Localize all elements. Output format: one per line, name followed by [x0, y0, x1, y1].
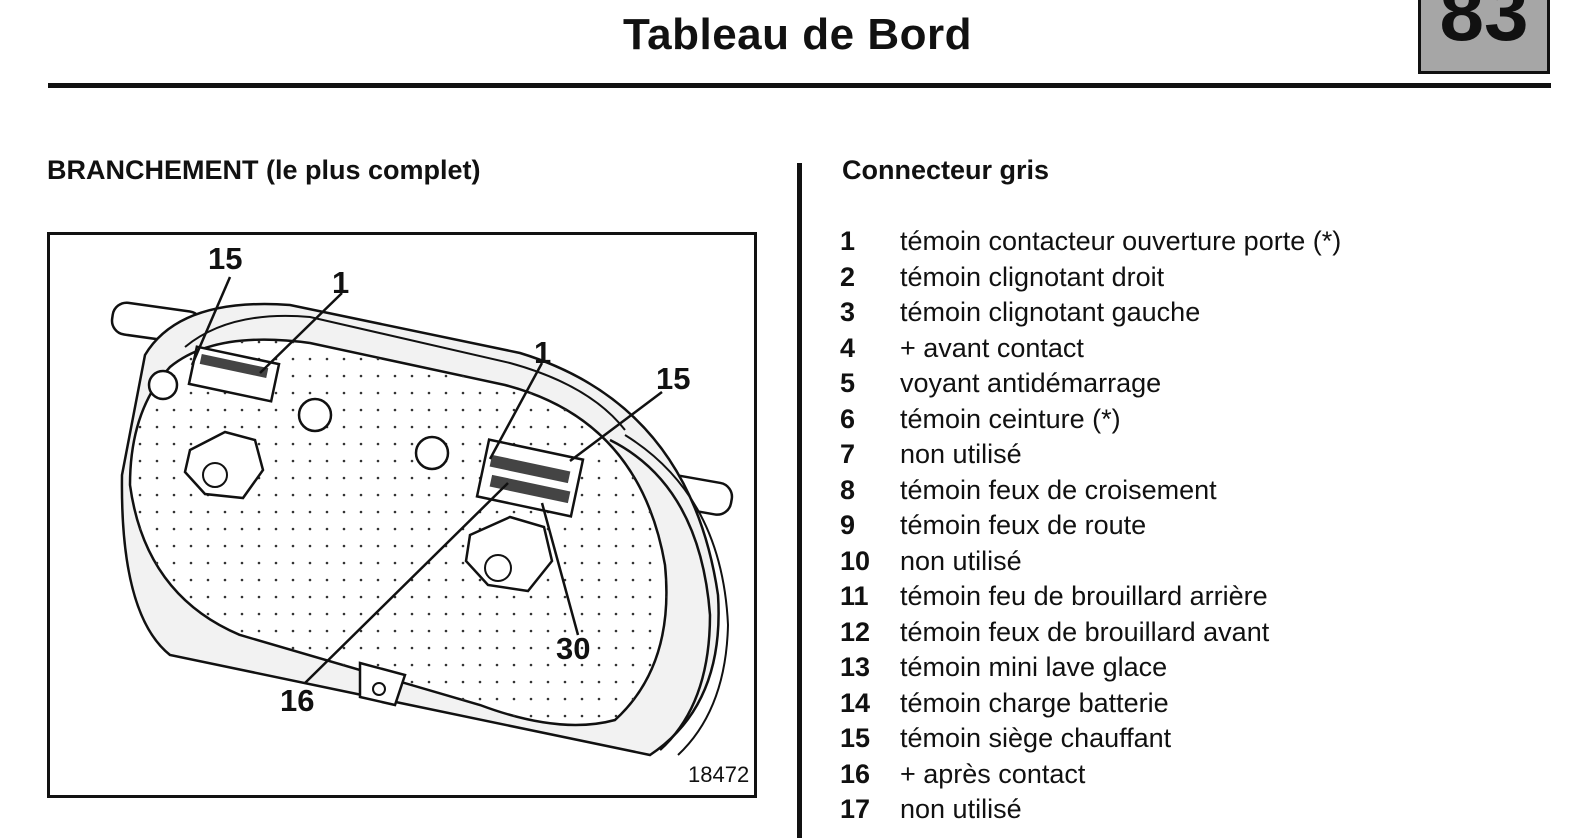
header-rule	[48, 83, 1551, 88]
pin-number: 12	[840, 616, 871, 647]
pin-description: témoin charge batterie	[900, 687, 1169, 718]
callout-16: 16	[280, 683, 315, 718]
pin-description: témoin mini lave glace	[900, 652, 1168, 682]
pin-description: non utilisé	[900, 794, 1022, 824]
list-item: 5 voyant antidémarrage	[840, 365, 1341, 401]
list-item: 3 témoin clignotant gauche	[840, 294, 1341, 330]
list-item: 2 témoin clignotant droit	[840, 259, 1341, 295]
pin-description: + après contact	[900, 758, 1086, 789]
list-item: 4 + avant contact	[840, 330, 1341, 366]
pin-description: témoin siège chauffant	[900, 723, 1172, 753]
list-item: 13 témoin mini lave glace	[840, 649, 1341, 685]
pin-description: témoin feu de brouillard arrière	[900, 581, 1268, 611]
pin-description: + avant contact	[900, 332, 1084, 363]
list-item: 11 témoin feu de brouillard arrière	[840, 578, 1341, 614]
list-item: 14 témoin charge batterie	[840, 685, 1341, 721]
list-item: 17 non utilisé	[840, 791, 1341, 827]
pin-number: 1	[840, 226, 856, 256]
chapter-number-box: 83	[1418, 0, 1550, 74]
pin-number: 6	[840, 403, 856, 434]
figure-reference: 18472	[688, 762, 750, 787]
connector-heading: Connecteur gris	[842, 155, 1050, 185]
pin-description: non utilisé	[900, 545, 1022, 576]
branchement-heading: BRANCHEMENT (le plus complet)	[47, 155, 481, 185]
page-title: Tableau de Bord	[623, 10, 972, 59]
list-item: 12 témoin feux de brouillard avant	[840, 614, 1341, 650]
instrument-cluster-figure: 15 1 1 15 30 16 18472	[47, 232, 757, 798]
pin-description: témoin ceinture (*)	[900, 403, 1121, 434]
pin-number: 17	[840, 794, 871, 824]
callout-1-left: 1	[332, 265, 350, 300]
pin-description: témoin clignotant gauche	[900, 297, 1201, 327]
list-item: 7 non utilisé	[840, 436, 1341, 472]
instrument-cluster-drawing	[110, 276, 734, 757]
pin-description: témoin contacteur ouverture porte (*)	[900, 226, 1342, 256]
pin-number: 13	[840, 652, 871, 682]
pin-description: témoin feux de route	[900, 510, 1147, 540]
pin-number: 3	[840, 297, 856, 327]
callout-1-center: 1	[534, 335, 552, 370]
column-divider	[797, 163, 802, 838]
list-item: 15 témoin siège chauffant	[840, 720, 1341, 756]
pin-number: 16	[840, 758, 871, 789]
list-item: 1 témoin contacteur ouverture porte (*)	[840, 223, 1341, 259]
list-item: 9 témoin feux de route	[840, 507, 1341, 543]
list-item: 6 témoin ceinture (*)	[840, 401, 1341, 437]
pin-number: 15	[840, 723, 871, 753]
pin-description: non utilisé	[900, 439, 1022, 469]
connector-pin-list: 1 témoin contacteur ouverture porte (*) 2…	[840, 223, 1341, 827]
callout-30: 30	[556, 631, 591, 666]
pin-number: 14	[840, 687, 871, 718]
pin-number: 2	[840, 261, 856, 292]
list-item: 8 témoin feux de croisement	[840, 472, 1341, 508]
pin-description: témoin feux de brouillard avant	[900, 616, 1270, 647]
list-item: 16 + après contact	[840, 756, 1341, 792]
pin-number: 7	[840, 439, 856, 469]
pin-number: 9	[840, 510, 856, 540]
pin-number: 10	[840, 545, 871, 576]
pin-number: 5	[840, 368, 856, 398]
pin-number: 4	[840, 332, 856, 363]
pin-description: témoin feux de croisement	[900, 474, 1217, 505]
pin-number: 11	[840, 581, 869, 611]
list-item: 10 non utilisé	[840, 543, 1341, 579]
callout-15-left: 15	[208, 241, 243, 276]
callout-15-right: 15	[656, 361, 691, 396]
pin-number: 8	[840, 474, 856, 505]
pin-description: témoin clignotant droit	[900, 261, 1165, 292]
pin-description: voyant antidémarrage	[900, 368, 1162, 398]
